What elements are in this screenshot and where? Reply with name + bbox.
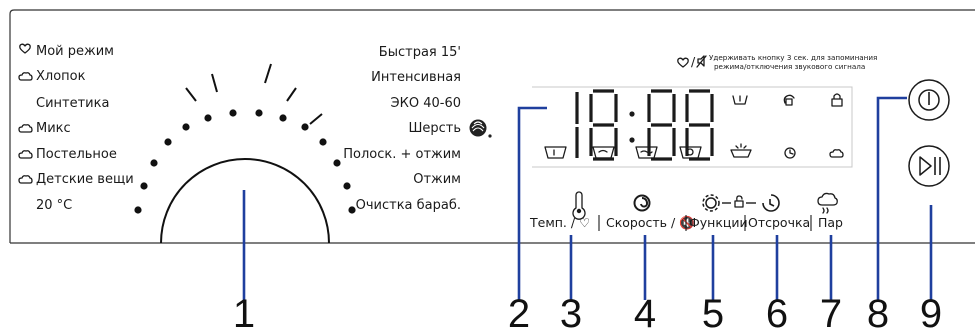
steam-cloud-icon	[18, 72, 33, 81]
dot-left-7	[134, 206, 142, 214]
callout-1: 1	[233, 292, 255, 330]
delay-button-label[interactable]: Отсрочка	[748, 215, 810, 230]
timer-indicator-hand	[789, 149, 794, 155]
program-left-label: Синтетика	[36, 96, 109, 111]
rinse-stage-icon	[635, 146, 658, 159]
spin-icon	[633, 194, 651, 212]
heart-icon	[677, 57, 689, 68]
callout-4: 4	[634, 292, 656, 330]
speed-button-label[interactable]: Скорость / 🔇	[606, 215, 695, 230]
dot-right-2	[279, 114, 287, 122]
steam-cloud-icon	[18, 150, 33, 159]
callout-5: 5	[702, 292, 724, 330]
timer-icon	[762, 194, 780, 212]
dot-right-3	[301, 123, 309, 131]
program-right-label: Шерсть	[408, 121, 461, 136]
lock-link-icon	[734, 195, 744, 208]
digit-colon	[629, 137, 635, 143]
gear-icon	[702, 194, 720, 212]
programs-left: Мой режим Хлопок Синтетика Микс Постельн…	[18, 43, 134, 213]
dot-right-4	[319, 138, 327, 146]
display-icons	[544, 93, 844, 159]
function-icons	[572, 191, 838, 220]
dot-right-5	[333, 159, 341, 167]
callout-9: 9	[920, 292, 942, 330]
mute-icon	[696, 55, 707, 68]
callout-numbers: 1 2 3 4 5 6 7 8 9	[233, 292, 942, 335]
callout-6: 6	[766, 292, 788, 330]
callout-7: 7	[820, 292, 842, 330]
dot-right-1	[255, 109, 263, 117]
wash-stage-icon	[544, 146, 567, 159]
hint-separator: /	[691, 54, 696, 69]
steam-indicator-icon	[829, 149, 844, 158]
callout-8: 8	[867, 292, 889, 330]
program-left-label: Детские вещи	[36, 172, 134, 187]
program-right-label: Полоск. + отжим	[343, 147, 461, 162]
leader-2	[517, 106, 547, 300]
program-left-label: Постельное	[36, 147, 117, 162]
digit-8	[589, 89, 618, 161]
program-left-label: Хлопок	[36, 69, 86, 84]
leader-lines	[242, 96, 933, 300]
heart-icon	[19, 43, 31, 54]
dot-left-2	[204, 114, 212, 122]
timer-indicator-icon	[784, 147, 796, 159]
functions-button-label[interactable]: Функции	[689, 215, 748, 230]
digit-8	[685, 89, 714, 161]
function-labels: Темп. / ♡ Скорость / 🔇 Функции Отсрочка …	[529, 215, 843, 231]
memory-hint: / Удерживать кнопку 3 сек. для запоминан…	[677, 53, 877, 71]
callout-2: 2	[508, 292, 530, 330]
display-frame	[532, 86, 853, 168]
dot-left-5	[150, 159, 158, 167]
tub-clean-icon	[730, 143, 752, 158]
spin-stage-dot	[686, 148, 694, 156]
pointer-ticks	[185, 63, 323, 125]
program-left-label: 20 °C	[36, 198, 72, 213]
woolmark-icon	[469, 119, 492, 138]
leader-8	[876, 96, 907, 300]
program-right-label: Быстрая 15'	[379, 45, 461, 60]
steam-cloud-icon	[18, 175, 33, 184]
knob-arc	[160, 158, 330, 244]
programs-right: Быстрая 15' Интенсивная ЭКО 40-60 Шерсть…	[343, 45, 492, 213]
digit-8	[647, 89, 676, 161]
display-digits	[575, 89, 714, 161]
dot-left-4	[164, 138, 172, 146]
program-right-label: Интенсивная	[371, 70, 461, 85]
steam-button-label[interactable]: Пар	[818, 215, 843, 230]
dot-left-1	[229, 109, 237, 117]
program-dots	[134, 109, 356, 214]
steam-cloud-icon	[18, 124, 33, 133]
hint-line-2: режима/отключения звукового сигнала	[714, 62, 865, 71]
program-right-label: ЭКО 40-60	[391, 96, 461, 111]
dot-right-7	[348, 206, 356, 214]
program-right-label: Отжим	[413, 172, 461, 187]
dot-right-6	[343, 182, 351, 190]
prewash-stage-icon	[592, 146, 615, 159]
power-button[interactable]	[908, 79, 950, 121]
program-left-label: Мой режим	[36, 44, 114, 59]
temp-button-label[interactable]: Темп. / ♡	[529, 215, 590, 230]
dot-left-6	[140, 182, 148, 190]
callout-3: 3	[560, 292, 582, 330]
program-right-label: Очистка бараб.	[356, 198, 461, 213]
hint-line-1: Удерживать кнопку 3 сек. для запоминания	[709, 53, 877, 62]
thermometer-icon	[572, 191, 586, 220]
door-lock-icon	[831, 93, 843, 107]
panel-outline	[9, 9, 975, 244]
dot-left-3	[182, 123, 190, 131]
steam-icon	[817, 192, 838, 214]
program-left-label: Микс	[36, 121, 71, 136]
digit-colon	[629, 111, 635, 117]
start-pause-button[interactable]	[908, 145, 950, 187]
spin-stage-icon	[679, 146, 702, 159]
basin-icon	[732, 95, 748, 105]
child-lock-icon	[783, 94, 795, 106]
